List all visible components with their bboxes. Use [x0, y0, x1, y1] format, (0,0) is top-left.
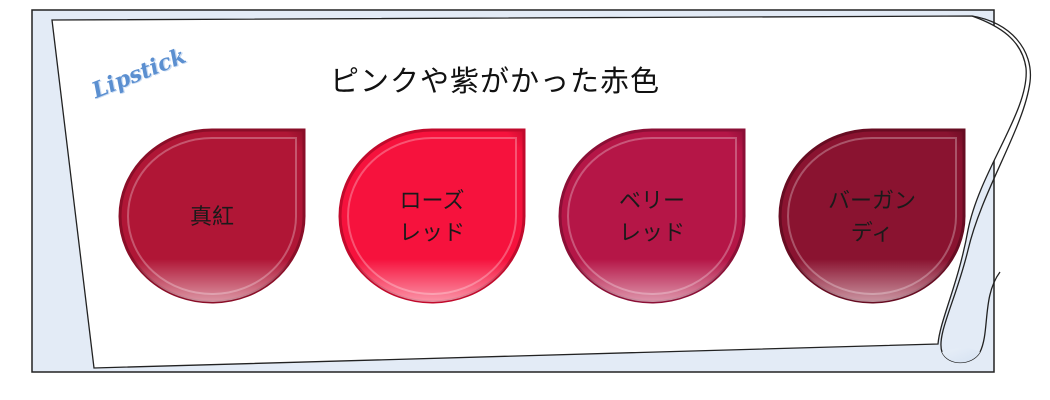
swatch-burgundy: バーガンディ [776, 128, 968, 304]
swatch-label-line2: レッド [398, 221, 465, 246]
swatch-drop-shape [338, 128, 526, 304]
swatch-label-line1: ベリー [618, 189, 685, 214]
swatch-label-line2: ディ [850, 221, 894, 246]
page-title: ピンクや紫がかった赤色 [330, 64, 661, 98]
swatch-drop-shape [778, 128, 966, 304]
swatch-label-line1: バーガン [827, 189, 916, 214]
swatch-drop-shape [558, 128, 746, 304]
swatch-drop-shape [118, 128, 306, 304]
swatch-shinku: 真紅 [116, 128, 308, 304]
swatch-rose-red: ローズレッド [336, 128, 528, 304]
swatch-label-line2: レッド [618, 221, 685, 246]
swatch-label-line1: ローズ [399, 189, 465, 214]
swatch-label-line1: 真紅 [189, 205, 234, 230]
swatch-berry-red: ベリーレッド [556, 128, 748, 304]
